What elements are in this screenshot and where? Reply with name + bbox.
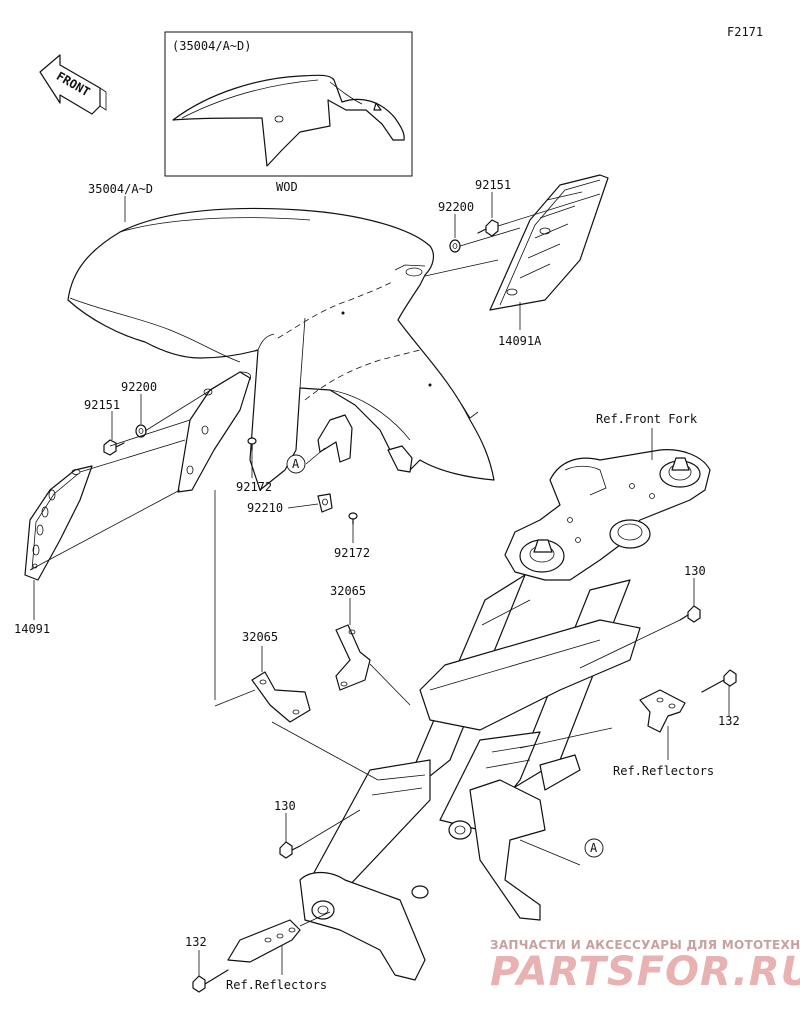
callout-reflectors-lower: Ref.Reflectors [226, 978, 327, 992]
callout-bracket-lower: 32065 [242, 630, 278, 644]
watermark: ЗАПЧАСТИ И АКСЕССУАРЫ ДЛЯ МОТОТЕХНИКИ PA… [490, 938, 800, 995]
reflector-bracket-lower [227, 919, 301, 963]
marker-a-fender: A [286, 454, 306, 474]
bracket-32065-upper [335, 624, 371, 691]
callout-front-fork-ref: Ref.Front Fork [596, 412, 698, 426]
bolt-92151-right [477, 219, 499, 237]
figure-code: F2171 [727, 25, 763, 39]
watermark-logo: PARTSFOR.RU [490, 949, 800, 995]
callout-bolt-132-right: 132 [718, 714, 740, 728]
callout-bolt-132-lower: 132 [185, 935, 207, 949]
callout-bolt-right: 92151 [475, 178, 511, 192]
guard-right-14091a [489, 174, 609, 311]
callout-fender: 35004/A~D [88, 182, 153, 196]
front-fork-assembly [299, 449, 711, 981]
fender-inner-left-panel [177, 371, 252, 493]
callout-washer-left: 92200 [121, 380, 157, 394]
callout-guard-right: 14091A [498, 334, 542, 348]
callout-reflectors-right: Ref.Reflectors [613, 764, 714, 778]
watermark-tagline: ЗАПЧАСТИ И АКСЕССУАРЫ ДЛЯ МОТОТЕХНИКИ [490, 938, 800, 952]
callout-bolt-130-upper: 130 [684, 564, 706, 578]
callout-screw-upper: 92172 [236, 480, 272, 494]
inset-fender-variant [172, 74, 405, 167]
reflector-bracket-right [639, 689, 686, 733]
bolt-92151-left [103, 439, 125, 456]
marker-a-fender-label: A [292, 457, 300, 471]
clip-92210 [317, 493, 333, 513]
bolt-132-right [701, 669, 737, 693]
callout-bolt-left: 92151 [84, 398, 120, 412]
callout-washer-right: 92200 [438, 200, 474, 214]
bolt-130-upper [679, 605, 701, 623]
inset-box: (35004/A~D) WOD [164, 31, 413, 194]
marker-a-fork-label: A [590, 841, 598, 855]
callout-clip: 92210 [247, 501, 283, 515]
inset-caption: WOD [276, 180, 298, 194]
washer-92200-left [135, 424, 147, 438]
leader-lines [29, 192, 730, 976]
guard-left-14091 [24, 465, 93, 581]
marker-a-fork: A [584, 838, 604, 858]
callout-bracket-upper: 32065 [330, 584, 366, 598]
bolt-132-lower [192, 969, 229, 993]
callout-screw-lower: 92172 [334, 546, 370, 560]
front-arrow-icon: FRONT [39, 54, 107, 115]
callout-guard-left: 14091 [14, 622, 50, 636]
fender-bracket-mount [317, 414, 413, 473]
front-fender [67, 207, 495, 491]
bolt-130-lower [279, 841, 301, 859]
bracket-32065-lower [251, 671, 311, 723]
washer-92200-right [449, 239, 461, 253]
inset-title: (35004/A~D) [172, 39, 251, 53]
callout-bolt-130-lower: 130 [274, 799, 296, 813]
